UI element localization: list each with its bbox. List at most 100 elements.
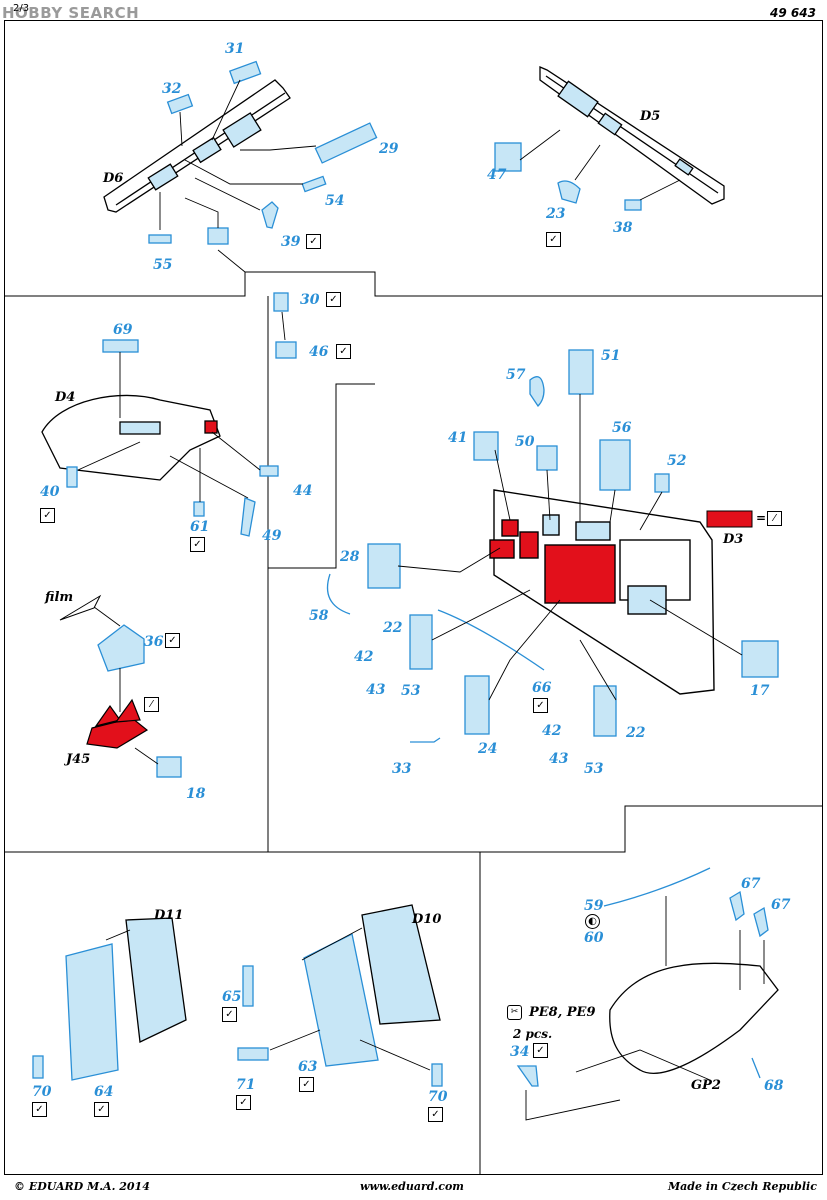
part-40: 40 <box>40 484 60 500</box>
bend-check-mark-icon: ✓ <box>428 1107 443 1122</box>
part-33: 33 <box>392 761 412 777</box>
d5-leaders <box>519 129 681 201</box>
part-53: 53 <box>584 761 604 777</box>
part-30: 30 <box>300 292 320 308</box>
bend-check-mark-icon: ✓ <box>40 508 55 523</box>
part-57: 57 <box>506 367 526 383</box>
bend-check-mark-icon: ✓ <box>336 344 351 359</box>
part-24: 24 <box>478 741 498 757</box>
ref-gp2: GP2 <box>691 1078 721 1093</box>
footer-copyright: © EDUARD M.A. 2014 <box>14 1180 150 1193</box>
j45-part <box>86 698 149 749</box>
part-22: 22 <box>383 620 403 636</box>
part-55: 55 <box>153 257 173 273</box>
bend-check-mark-icon: ✓ <box>190 537 205 552</box>
divider-step <box>268 383 375 569</box>
part-70: 70 <box>428 1089 448 1105</box>
d3-etched-parts <box>326 349 779 743</box>
part-29: 29 <box>379 141 399 157</box>
ref-pe-parts: PE8, PE9 <box>529 1005 596 1020</box>
part-18: 18 <box>186 786 206 802</box>
part-39: 39 <box>281 234 301 250</box>
d11-frame-etch <box>32 943 119 1081</box>
part-67: 67 <box>741 876 761 892</box>
part-43: 43 <box>366 682 386 698</box>
part-61: 61 <box>190 519 210 535</box>
part-60: 60 <box>584 930 604 946</box>
part-28: 28 <box>340 549 360 565</box>
d5-panel-drawing <box>539 66 725 205</box>
part-52: 52 <box>667 453 687 469</box>
d10-frame-etch <box>237 933 443 1087</box>
part-32: 32 <box>162 81 182 97</box>
d6-etched-parts <box>148 60 378 359</box>
d11-canopy-drawing <box>125 917 187 1043</box>
film-sheet <box>59 594 102 621</box>
bend-check-mark-icon: ✓ <box>94 1102 109 1117</box>
part-17: 17 <box>750 683 770 699</box>
ref-d4: D4 <box>55 390 76 405</box>
gp2-part-drawing <box>609 962 779 1074</box>
d6-leaders <box>159 79 317 341</box>
bend-check-mark-icon: ✓ <box>222 1007 237 1022</box>
part-22: 22 <box>626 725 646 741</box>
ref-j45: J45 <box>66 752 91 767</box>
part-46: 46 <box>309 344 329 360</box>
part-44: 44 <box>293 483 313 499</box>
divider-top <box>4 271 822 297</box>
paint-brush-icon: ⁄ <box>144 697 159 712</box>
part-58: 58 <box>309 608 329 624</box>
part-50: 50 <box>515 434 535 450</box>
d4-etched-parts <box>66 339 279 778</box>
page-number: 2/3 <box>13 3 30 14</box>
part-70: 70 <box>32 1084 52 1100</box>
paint-brush-icon: ⁄ <box>767 511 782 526</box>
part-36: 36 <box>144 634 164 650</box>
ref-d11: D11 <box>154 908 184 923</box>
gp2-etched-parts <box>516 867 769 1087</box>
part-43: 43 <box>549 751 569 767</box>
gp2-leaders <box>525 896 765 1121</box>
part-47: 47 <box>487 167 507 183</box>
footer-origin: Made in Czech Republic <box>668 1180 817 1193</box>
red-paint-legend-swatch <box>706 510 753 528</box>
part-31: 31 <box>225 41 245 57</box>
part-68: 68 <box>764 1078 784 1094</box>
part-34: 34 <box>510 1044 530 1060</box>
divider-bottom-right <box>480 805 822 853</box>
d3-leaders <box>397 394 743 701</box>
d4-leaders <box>77 352 261 765</box>
product-code: 49 643 <box>770 6 816 20</box>
bend-check-mark-icon: ✓ <box>533 698 548 713</box>
footer-website[interactable]: www.eduard.com <box>360 1180 464 1193</box>
part-42: 42 <box>542 723 562 739</box>
bend-check-mark-icon: ✓ <box>236 1095 251 1110</box>
part-56: 56 <box>612 420 632 436</box>
bend-check-mark-icon: ✓ <box>546 232 561 247</box>
part-65: 65 <box>222 989 242 1005</box>
bend-check-mark-icon: ✓ <box>306 234 321 249</box>
ref-d3: D3 <box>723 532 744 547</box>
ref-d10: D10 <box>412 912 442 927</box>
part-59: 59 <box>584 898 604 914</box>
d6-panel-drawing <box>103 79 291 213</box>
ref-d5: D5 <box>640 109 661 124</box>
part-41: 41 <box>448 430 468 446</box>
part-64: 64 <box>94 1084 114 1100</box>
watermark: HOBBY SEARCH <box>2 4 140 22</box>
part-63: 63 <box>298 1059 318 1075</box>
equals-sign: = <box>756 511 767 525</box>
canopy-leaders <box>105 927 431 1071</box>
bend-check-mark-icon: ✓ <box>32 1102 47 1117</box>
d10-canopy-drawing <box>361 904 441 1025</box>
ref-film: film <box>45 590 74 605</box>
part-38: 38 <box>613 220 633 236</box>
d3-panel-drawing <box>489 489 715 695</box>
part-51: 51 <box>601 348 621 364</box>
remove-icon: ✂ <box>507 1005 522 1020</box>
part-42: 42 <box>354 649 374 665</box>
page-frame <box>4 20 823 1175</box>
part-67: 67 <box>771 897 791 913</box>
